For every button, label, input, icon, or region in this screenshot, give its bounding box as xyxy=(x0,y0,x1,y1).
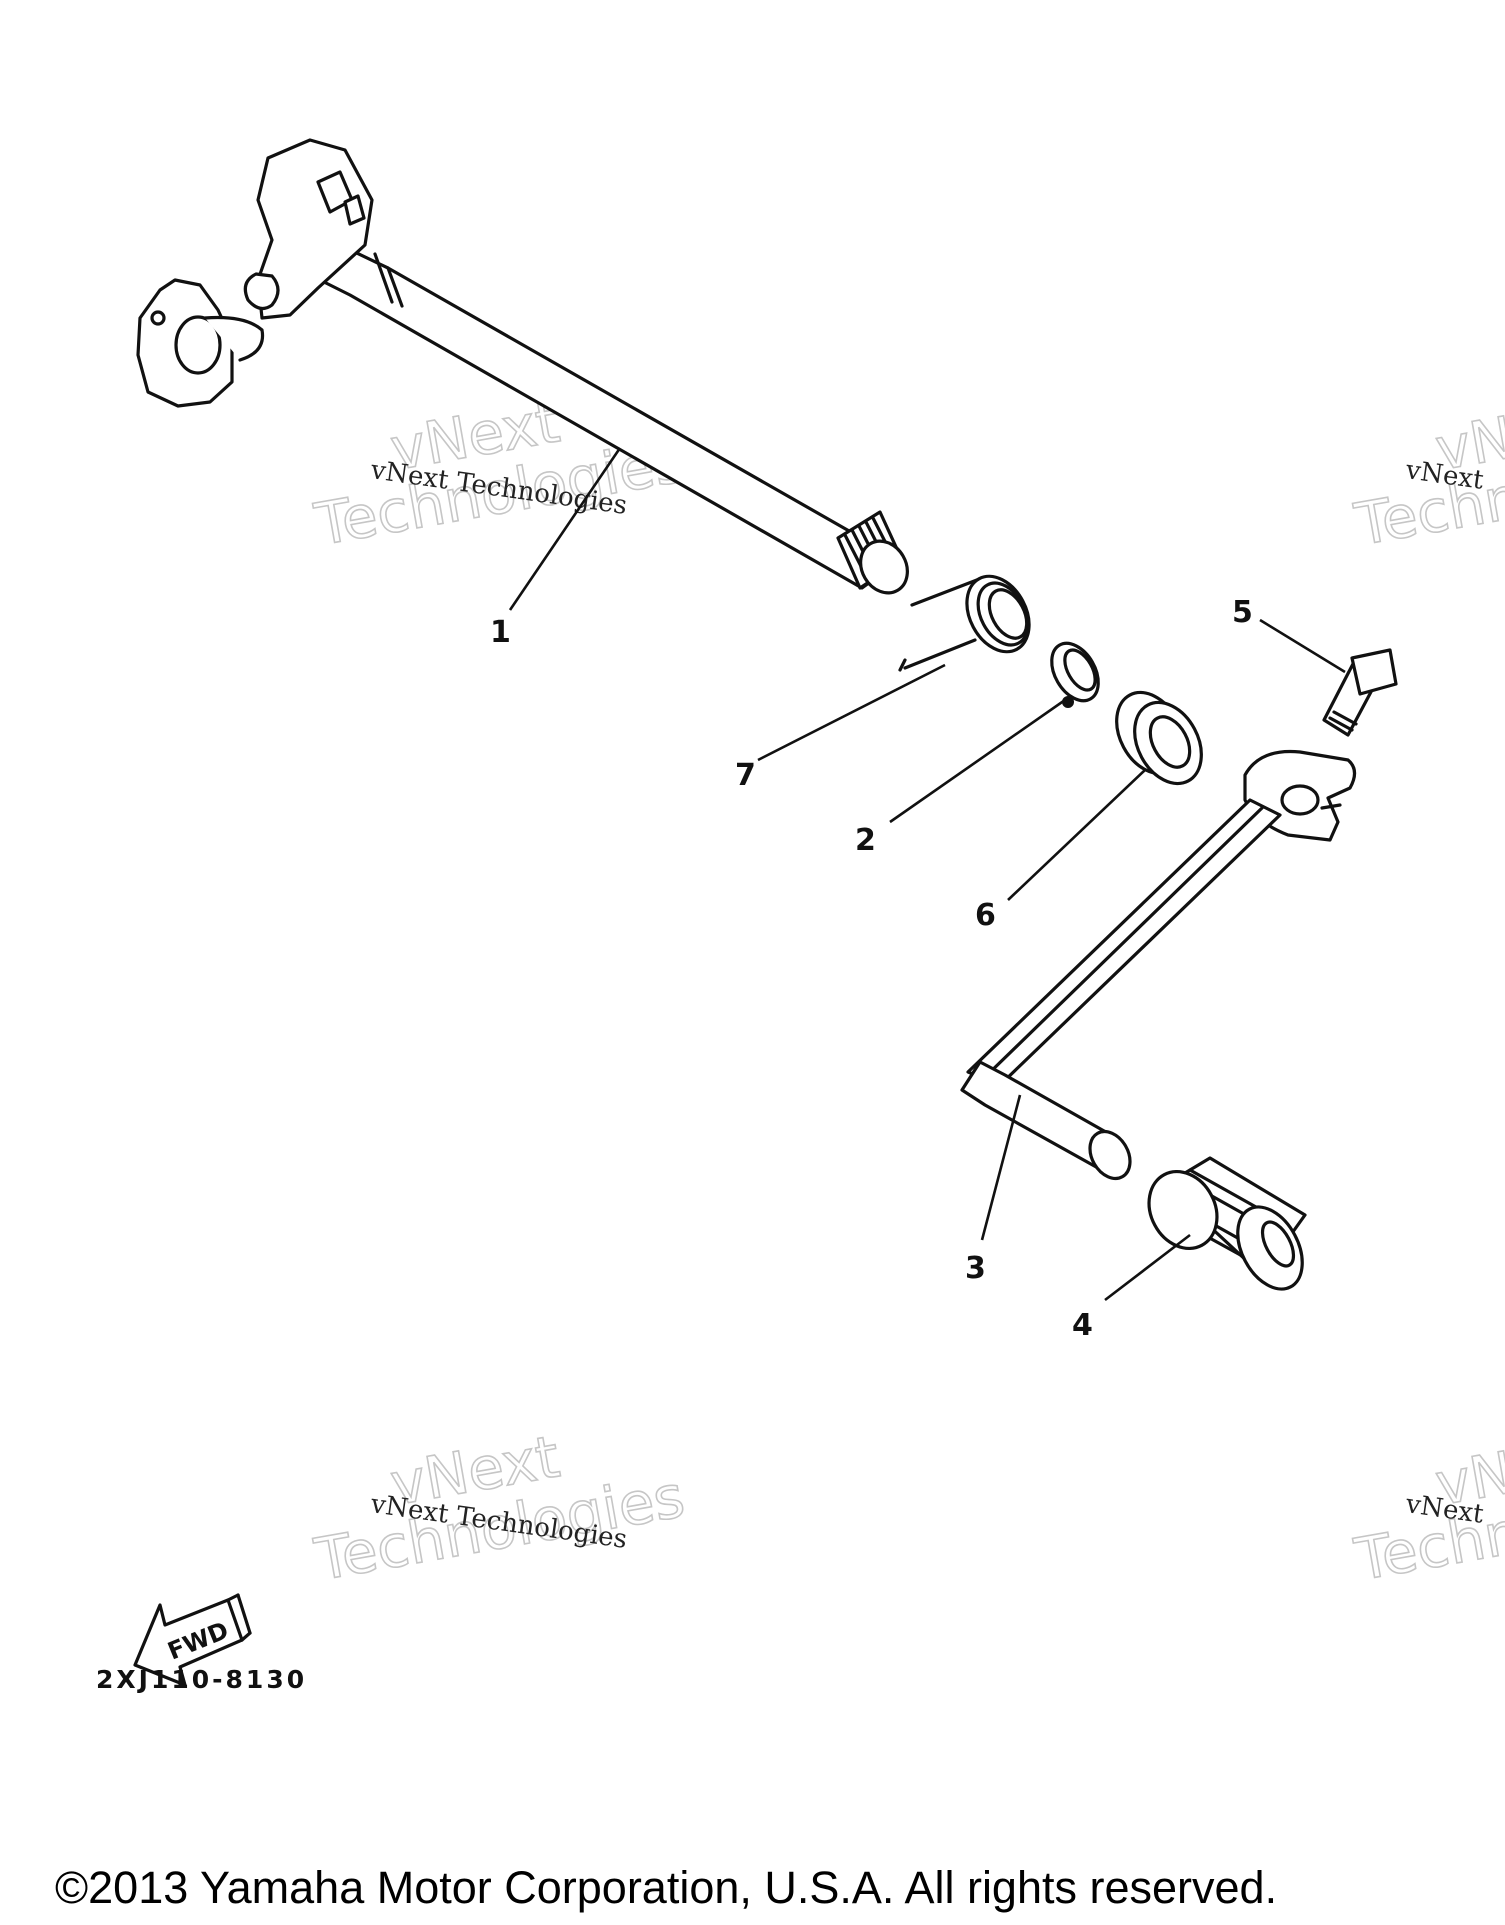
part-7-torsion-spring xyxy=(898,574,1031,672)
leader-7 xyxy=(757,663,946,762)
callout-5: 5 xyxy=(1232,595,1253,630)
shift-arm-hook xyxy=(136,278,265,408)
part-1-shift-shaft xyxy=(136,138,909,595)
part-3-shift-pedal xyxy=(960,749,1357,1181)
part-5-bolt xyxy=(1322,648,1398,737)
shaft-spline-end xyxy=(836,510,909,595)
leader-lines xyxy=(508,447,1346,1302)
copyright-notice: ©2013 Yamaha Motor Corporation, U.S.A. A… xyxy=(55,1862,1278,1913)
callout-1: 1 xyxy=(490,615,511,650)
shift-cam-plate xyxy=(243,138,374,320)
watermark-bottom-right: vNext Techn vNext xyxy=(1349,1422,1505,1595)
leader-5 xyxy=(1259,618,1346,674)
callout-4: 4 xyxy=(1072,1308,1093,1343)
leader-3 xyxy=(980,1094,1022,1241)
callout-7: 7 xyxy=(735,758,756,793)
part-4-pedal-rubber xyxy=(1147,1156,1307,1291)
leader-4 xyxy=(1104,1233,1191,1302)
callout-numbers: 1 2 3 4 5 6 7 xyxy=(490,595,1253,1343)
watermark-top-right: vNext Techn vNext xyxy=(1349,387,1505,560)
callout-2: 2 xyxy=(855,823,876,858)
watermark-bottom-left: vNext Technologies vNext Technologies xyxy=(309,1422,690,1595)
callout-6: 6 xyxy=(975,898,996,933)
leader-2 xyxy=(889,698,1066,824)
leader-1 xyxy=(508,447,622,611)
leader-6 xyxy=(1007,769,1146,901)
diagram-reference-code: 2XJ110-8130 xyxy=(96,1665,308,1694)
part-6-oil-seal xyxy=(1115,690,1203,786)
part-2-circlip xyxy=(1050,641,1100,708)
callout-3: 3 xyxy=(965,1251,986,1286)
